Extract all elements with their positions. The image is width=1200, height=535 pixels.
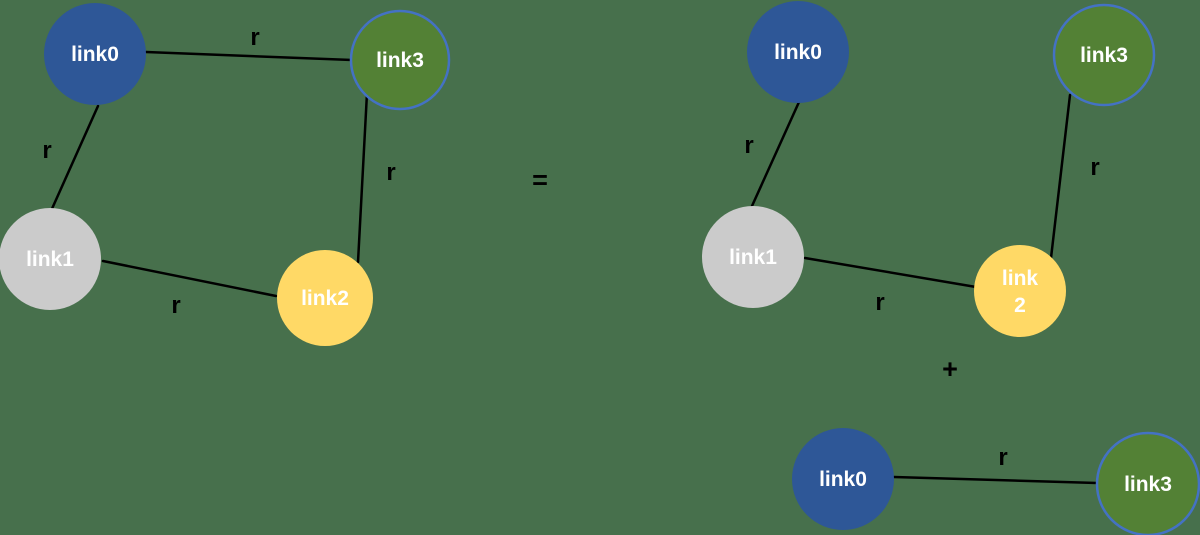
edge-link0-link1 xyxy=(750,100,801,208)
edge-label-r: r xyxy=(42,137,51,164)
right-bottom-graph: r link0 link3 xyxy=(792,428,1200,535)
node-link1: link1 xyxy=(702,206,804,308)
node-link3-circle xyxy=(349,9,451,111)
edge-link0-link1 xyxy=(49,104,100,213)
node-link0: link0 xyxy=(747,1,849,103)
edge-link3-link2 xyxy=(1049,93,1072,260)
node-link1-circle xyxy=(702,206,804,308)
node-link3-label: link3 xyxy=(376,49,424,72)
node-link3: link3 xyxy=(1052,3,1156,107)
edge-label-r: r xyxy=(744,132,753,159)
edge-link1-link2 xyxy=(101,259,278,298)
node-link0-label: link0 xyxy=(774,41,822,64)
node-link2-label-line1: link xyxy=(1002,267,1038,290)
node-link1-label: link1 xyxy=(729,246,777,269)
edge-label-r: r xyxy=(998,444,1007,471)
node-link2: link2 xyxy=(277,250,373,346)
node-link3-circle xyxy=(1095,431,1200,535)
node-link0-label: link0 xyxy=(71,43,119,66)
node-link3: link3 xyxy=(349,9,451,111)
equals-sign: = xyxy=(532,165,548,195)
node-link0-label: link0 xyxy=(819,468,867,491)
edge-link1-link2 xyxy=(803,256,978,289)
edge-link3-link2 xyxy=(356,91,369,264)
edge-label-r: r xyxy=(171,292,180,319)
node-link1: link1 xyxy=(0,208,101,310)
left-graph: r r r r link0 link3 link1 link2 xyxy=(0,3,451,346)
node-link0: link0 xyxy=(792,428,894,530)
node-link2-label: link2 xyxy=(301,287,349,310)
edge-label-r: r xyxy=(875,289,884,316)
node-link1-label: link1 xyxy=(26,248,74,271)
node-link1-circle xyxy=(0,208,101,310)
node-link3-circle xyxy=(1052,3,1156,107)
node-link3-label: link3 xyxy=(1080,44,1128,67)
node-link0: link0 xyxy=(44,3,146,105)
node-link0-circle xyxy=(44,3,146,105)
edge-label-r: r xyxy=(1090,154,1099,181)
node-link0-circle xyxy=(792,428,894,530)
node-link2: link 2 xyxy=(974,245,1066,337)
node-link2-label-line2: 2 xyxy=(1014,294,1026,317)
plus-sign: + xyxy=(942,354,958,384)
node-link0-circle xyxy=(747,1,849,103)
right-top-graph: r r r link0 link3 link1 link 2 xyxy=(702,1,1156,337)
node-link2-circle xyxy=(277,250,373,346)
node-link2-circle xyxy=(974,245,1066,337)
edge-label-r: r xyxy=(250,24,259,51)
edge-link0-link3 xyxy=(144,50,354,62)
node-link3: link3 xyxy=(1095,431,1200,535)
node-link3-label: link3 xyxy=(1124,473,1172,496)
edge-link0-link3 xyxy=(892,475,1099,485)
edge-label-r: r xyxy=(386,159,395,186)
